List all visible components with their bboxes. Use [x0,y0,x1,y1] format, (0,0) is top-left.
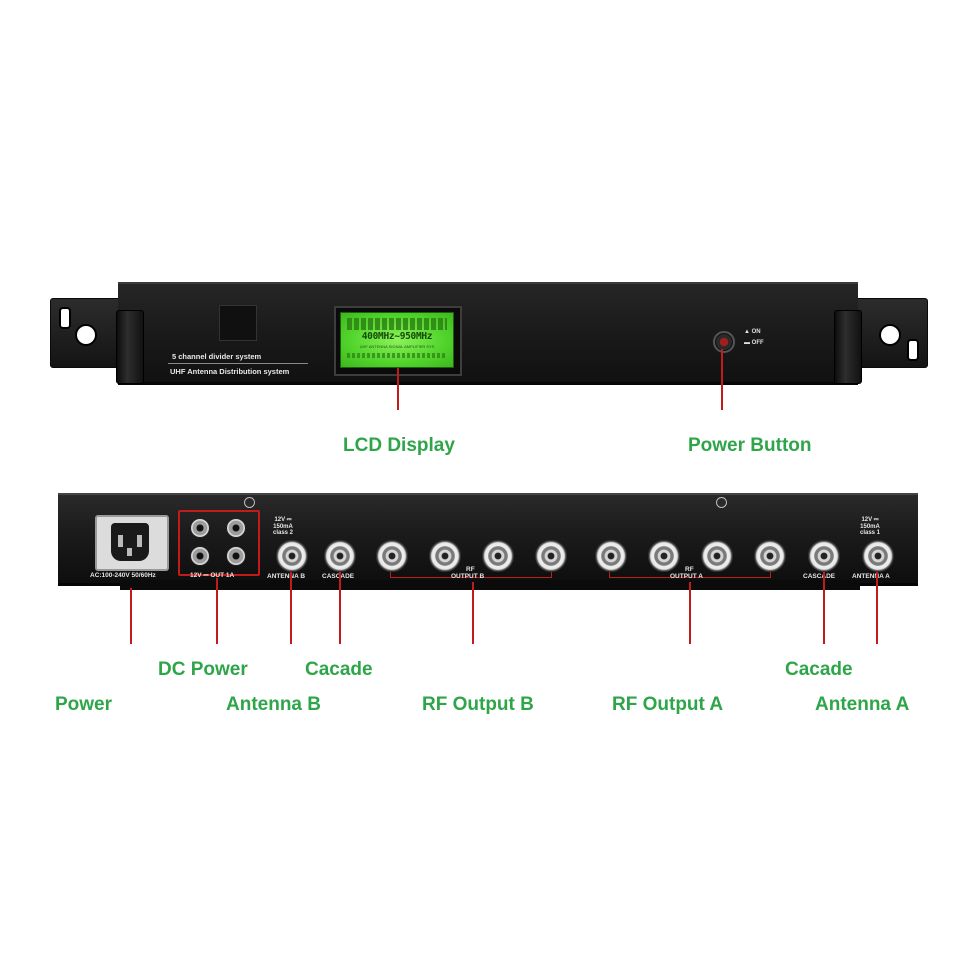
bnc-output-b-1[interactable] [376,540,408,572]
switch-off-label: ▬ OFF [744,340,764,346]
bnc-output-b-2[interactable] [429,540,461,572]
antenna-a-spec: 12V ⎓ 150mA class 1 [860,517,880,537]
bnc-antenna-b[interactable] [276,540,308,572]
ir-receiver-window [219,305,257,341]
spec-line: class 2 [273,530,294,536]
spec-line: class 1 [860,530,881,536]
front-label-line2: UHF Antenna Distribution system [170,367,290,376]
front-label-line1: 5 channel divider system [172,352,262,361]
callout-antenna-b: Antenna B [226,694,321,715]
ground-screw-icon [716,497,727,508]
iec-pin [127,548,132,556]
ground-screw-icon [244,497,255,508]
callout-power: Power [55,694,113,715]
leader-antenna-b [290,572,292,644]
callout-dc-power: DC Power [158,659,248,680]
bnc-cascade-right[interactable] [808,540,840,572]
bnc-output-a-3[interactable] [701,540,733,572]
spec-line: 150mA [273,523,293,530]
spec-line: 12V ⎓ [861,517,879,523]
callout-cacade-right: Cacade [785,659,853,680]
dc-jack[interactable] [190,518,210,538]
iec-socket [111,523,149,561]
dc-jack[interactable] [226,546,246,566]
lcd-screen: 400MHz~950MHz UHF ANTENNA SIGNAL AMPLIFI… [340,312,454,368]
cascade-left-label: CASCADE [322,573,354,580]
callout-rf-output-b: RF Output B [422,694,534,715]
rf-label-b: RF [466,566,475,573]
rack-ear-left [50,298,124,368]
bnc-antenna-a[interactable] [862,540,894,572]
leader-lcd [397,368,399,410]
callout-power-button: Power Button [688,435,812,456]
leader-rf-output-a [689,582,691,644]
power-button[interactable] [713,331,735,353]
antenna-a-label: ANTENNA A [852,573,890,580]
bnc-output-a-1[interactable] [595,540,627,572]
leader-rf-output-b [472,582,474,644]
dc-jack[interactable] [190,546,210,566]
lcd-level-bars [347,318,447,330]
bnc-output-a-4[interactable] [754,540,786,572]
switch-on-label: ▲ ON [744,329,761,335]
spec-line: 150mA [860,523,880,530]
antenna-b-label: ANTENNA B [267,573,306,580]
ac-label: AC:100-240V 50/60Hz [90,572,156,579]
dc-jack[interactable] [226,518,246,538]
ac-power-inlet[interactable] [95,515,169,571]
bnc-output-b-3[interactable] [482,540,514,572]
rack-hole [879,324,901,346]
output-a-label: OUTPUT A [670,573,703,580]
callout-rf-output-a: RF Output A [612,694,724,715]
leader-power-button [721,349,723,410]
callout-lcd-display: LCD Display [343,435,455,456]
switch-off-text: OFF [751,340,764,346]
rack-slot [59,307,71,329]
handle-right[interactable] [834,310,862,384]
lcd-frequency: 400MHz~950MHz [361,331,433,342]
spec-line: 12V ⎓ [274,517,292,523]
iec-pin [118,535,123,547]
cascade-right-label: CASCADE [803,573,836,580]
output-b-label: OUTPUT B [451,573,485,580]
lcd-segment-bars [347,353,447,358]
callout-cacade-left: Cacade [305,659,373,680]
dc-label: 12V ⎓ OUT 1A [190,572,235,579]
rear-base [120,580,860,590]
leader-cascade-right [823,572,825,644]
rack-slot [907,339,919,361]
rf-label-a: RF [685,566,694,573]
bnc-output-b-4[interactable] [535,540,567,572]
handle-left[interactable] [116,310,144,384]
bnc-output-a-2[interactable] [648,540,680,572]
bnc-cascade-left[interactable] [324,540,356,572]
leader-cascade-left [339,572,341,644]
dc-power-group [178,510,260,576]
callout-antenna-a: Antenna A [815,694,910,715]
rack-ear-right [854,298,928,368]
leader-dc-power [216,578,218,644]
front-label-divider [168,363,308,364]
output-a-bracket [609,572,771,578]
antenna-b-spec: 12V ⎓ 150mA class 2 [273,517,293,537]
switch-on-text: ON [751,329,761,335]
leader-antenna-a [876,572,878,644]
rack-hole [75,324,97,346]
leader-power [130,588,132,644]
iec-pin [137,535,142,547]
output-b-bracket [390,572,552,578]
lcd-subtext: UHF ANTENNA SIGNAL AMPLIFIER SYS [359,344,435,349]
